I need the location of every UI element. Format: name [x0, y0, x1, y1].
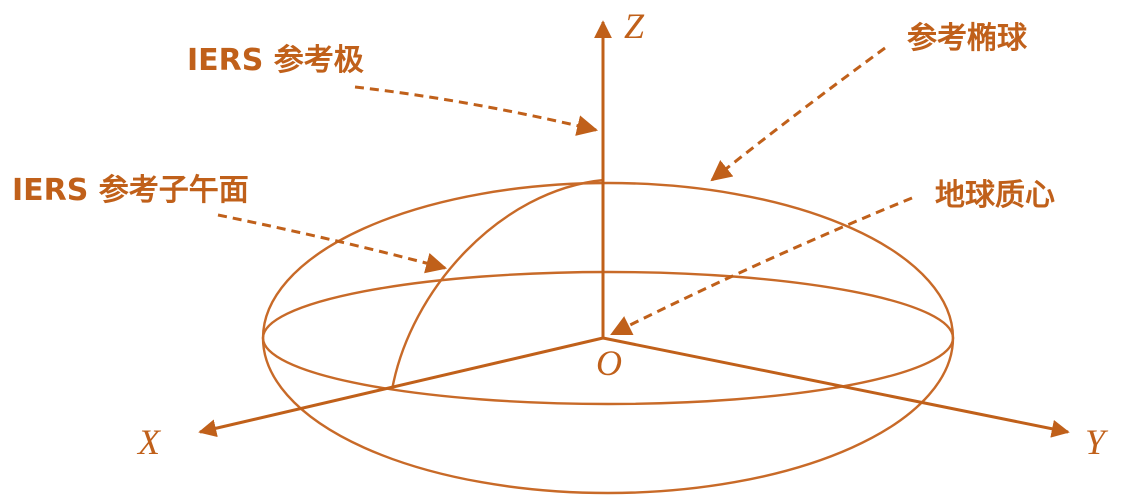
leader-iers-meridian: [217, 213, 448, 274]
label-axis-y: Y: [1085, 422, 1109, 462]
equator-ellipse: [261, 270, 955, 406]
x-axis: [198, 336, 604, 438]
label-reference-ellipsoid: 参考椭球: [907, 21, 1028, 56]
y-axis: [602, 336, 1070, 438]
label-origin: O: [596, 343, 622, 383]
label-axis-z: Z: [624, 6, 645, 46]
leader-earth-center: [610, 196, 913, 336]
label-iers-pole: IERS 参考极: [187, 43, 364, 78]
label-iers-meridian: IERS 参考子午面: [12, 173, 249, 208]
leader-reference-ellipsoid: [710, 46, 886, 182]
meridian-arc: [390, 178, 605, 391]
label-axis-x: X: [136, 422, 162, 462]
label-earth-center: 地球质心: [935, 178, 1055, 213]
leader-iers-pole: [354, 85, 599, 136]
